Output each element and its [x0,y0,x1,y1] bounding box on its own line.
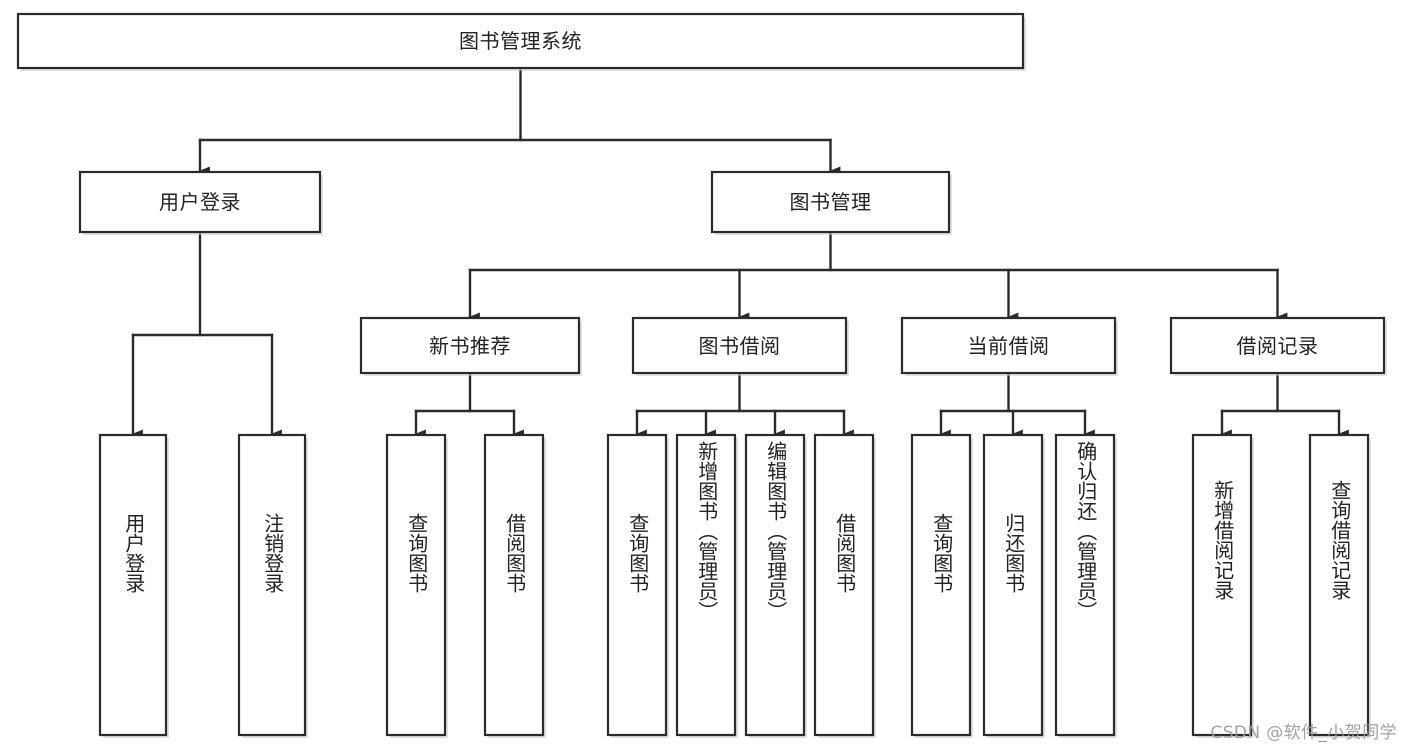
node-query-borrow-record[interactable] [1310,435,1368,735]
node-box-book-manage[interactable] [710,170,951,234]
node-root[interactable] [18,14,1023,68]
node-box-query-book-2[interactable] [606,433,668,737]
node-box-query-book-1[interactable] [385,433,447,737]
node-box-add-book[interactable] [675,433,737,737]
node-edit-book[interactable] [746,435,804,735]
node-box-borrow-book-2[interactable] [813,433,875,737]
node-borrow-record[interactable] [1171,318,1384,373]
node-user-login[interactable] [80,172,320,232]
node-box-user-login[interactable] [78,170,322,234]
node-box-edit-book[interactable] [744,433,806,737]
node-query-book-3[interactable] [912,435,970,735]
node-box-layer [16,12,1387,738]
node-borrow-book-1[interactable] [485,435,543,735]
node-user-login-leaf[interactable] [100,435,166,735]
node-box-user-logout-leaf[interactable] [237,433,307,737]
node-book-manage[interactable] [712,172,949,232]
node-box-root[interactable] [16,12,1025,70]
node-box-new-book-recommend[interactable] [359,316,581,375]
node-current-borrow[interactable] [902,318,1115,373]
node-box-book-borrow[interactable] [631,316,848,375]
node-box-query-book-3[interactable] [910,433,972,737]
connector-layer [131,66,1349,439]
node-add-borrow-record[interactable] [1193,435,1251,735]
node-query-book-1[interactable] [387,435,445,735]
node-box-query-borrow-record[interactable] [1308,433,1370,737]
node-new-book-recommend[interactable] [361,318,579,373]
node-box-borrow-record[interactable] [1169,316,1386,375]
node-confirm-return[interactable] [1056,435,1114,735]
node-box-user-login-leaf[interactable] [98,433,168,737]
node-add-book[interactable] [677,435,735,735]
node-box-return-book[interactable] [982,433,1044,737]
node-box-current-borrow[interactable] [900,316,1117,375]
node-user-logout-leaf[interactable] [239,435,305,735]
node-box-add-borrow-record[interactable] [1191,433,1253,737]
node-box-confirm-return[interactable] [1054,433,1116,737]
node-return-book[interactable] [984,435,1042,735]
node-box-borrow-book-1[interactable] [483,433,545,737]
node-borrow-book-2[interactable] [815,435,873,735]
node-query-book-2[interactable] [608,435,666,735]
node-book-borrow[interactable] [633,318,846,373]
